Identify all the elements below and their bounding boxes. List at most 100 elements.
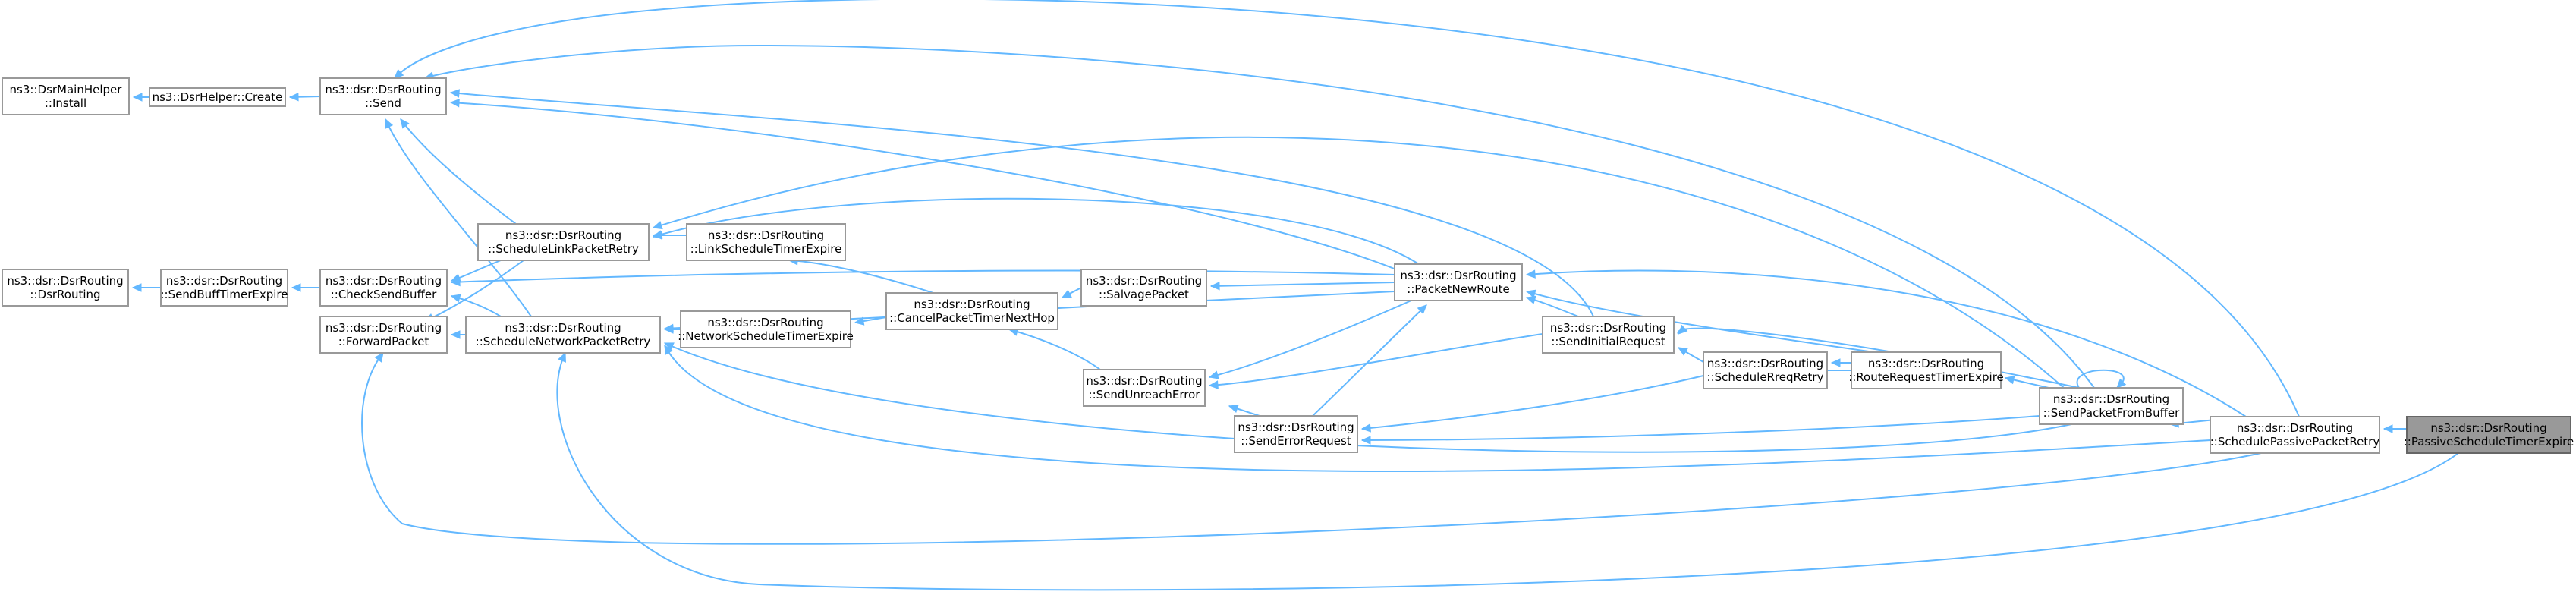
arrowhead-passiveTimer-to-schednet <box>558 351 566 363</box>
node-label-salvage-1: ::SalvagePacket <box>1099 288 1189 301</box>
node-box-forward[interactable] <box>319 316 448 354</box>
edge-initreq-to-send <box>450 92 1594 317</box>
arrowhead-fromBuffer-to-sendErr <box>1360 436 1371 445</box>
node-label-checksend-1: ::CheckSendBuffer <box>331 288 437 301</box>
arrowhead-initreq-to-pnr <box>1525 295 1536 304</box>
node-box-rreq[interactable] <box>1703 351 1828 389</box>
node-main_install[interactable]: ns3::DsrMainHelper::Install <box>2 77 130 115</box>
node-label-sendbuff-1: ::SendBuffTimerExpire <box>160 288 288 301</box>
edge-schedlink-to-send <box>400 118 517 225</box>
node-helper_create[interactable]: ns3::DsrHelper::Create <box>149 87 286 107</box>
edge-unreach-to-cancel <box>1008 329 1101 370</box>
node-box-passiveTimer[interactable] <box>2406 416 2571 454</box>
node-label-schednet-0: ns3::dsr::DsrRouting <box>505 321 621 335</box>
node-box-main_install[interactable] <box>2 77 130 115</box>
arrowhead-rreq-to-initreq <box>1677 347 1688 356</box>
node-box-routereq[interactable] <box>1851 351 2002 389</box>
edge-fromBuffer-to-schedlink <box>653 136 2065 389</box>
node-box-linksched[interactable] <box>686 223 846 261</box>
node-netsched[interactable]: ns3::dsr::DsrRouting::NetworkScheduleTim… <box>678 310 854 348</box>
node-box-fromBuffer[interactable] <box>2039 387 2184 425</box>
arrowhead-sendbuff-to-dsrrouting <box>131 283 142 292</box>
node-label-initreq-0: ns3::dsr::DsrRouting <box>1550 321 1666 335</box>
node-box-dsrrouting[interactable] <box>2 269 129 307</box>
edge-fromBuffer-to-fromBuffer <box>2076 369 2125 389</box>
node-label-cancel-1: ::CancelPacketTimerNextHop <box>889 311 1055 325</box>
node-box-schednet[interactable] <box>465 316 661 354</box>
arrowhead-helper_create-to-main_install <box>132 93 143 102</box>
node-box-cancel[interactable] <box>885 292 1058 330</box>
edge-passive-to-send <box>394 0 2300 417</box>
node-sendErr[interactable]: ns3::dsr::DsrRouting::SendErrorRequest <box>1234 415 1358 453</box>
node-label-linksched-0: ns3::dsr::DsrRouting <box>708 228 824 242</box>
arrowhead-initreq-to-send <box>449 89 460 98</box>
node-box-helper_create[interactable] <box>149 87 286 107</box>
node-unreach[interactable]: ns3::dsr::DsrRouting::SendUnreachError <box>1083 369 1206 407</box>
edge-rreq-to-sendErr <box>1361 375 1704 430</box>
node-label-forward-0: ns3::dsr::DsrRouting <box>326 321 442 335</box>
node-label-netsched-0: ns3::dsr::DsrRouting <box>707 316 823 329</box>
node-salvage[interactable]: ns3::dsr::DsrRouting::SalvagePacket <box>1080 269 1207 307</box>
node-checksend[interactable]: ns3::dsr::DsrRouting::CheckSendBuffer <box>319 269 448 307</box>
edge-routereq-to-pnr <box>1526 291 1875 353</box>
node-box-pnr[interactable] <box>1394 263 1523 301</box>
arrowhead-passive-to-schednet <box>664 344 673 355</box>
node-label-sendErr-0: ns3::dsr::DsrRouting <box>1238 420 1354 434</box>
edge-passive-to-forward <box>361 352 2262 545</box>
node-label-fromBuffer-0: ns3::dsr::DsrRouting <box>2053 392 2169 406</box>
node-box-checksend[interactable] <box>319 269 448 307</box>
node-send[interactable]: ns3::dsr::DsrRouting::Send <box>319 77 447 115</box>
node-box-schedlink[interactable] <box>477 223 650 261</box>
arrowhead-routereq-to-rreq <box>1830 358 1841 367</box>
node-dsrrouting[interactable]: ns3::dsr::DsrRouting::DsrRouting <box>2 269 129 307</box>
arrowhead-pnr-to-schednet <box>663 323 674 333</box>
node-label-netsched-1: ::NetworkScheduleTimerExpire <box>678 329 854 343</box>
node-linksched[interactable]: ns3::dsr::DsrRouting::LinkScheduleTimerE… <box>686 223 846 261</box>
node-fromBuffer[interactable]: ns3::dsr::DsrRouting::SendPacketFromBuff… <box>2039 387 2184 425</box>
node-passive[interactable]: ns3::dsr::DsrRouting::SchedulePassivePac… <box>2210 416 2380 454</box>
node-box-sendbuff[interactable] <box>160 269 288 307</box>
node-label-cancel-0: ns3::dsr::DsrRouting <box>914 298 1030 311</box>
node-box-send[interactable] <box>319 77 447 115</box>
node-box-netsched[interactable] <box>680 310 851 348</box>
node-label-schednet-1: ::ScheduleNetworkPacketRetry <box>476 335 651 348</box>
node-rreq[interactable]: ns3::dsr::DsrRouting::ScheduleRreqRetry <box>1703 351 1828 389</box>
node-box-sendErr[interactable] <box>1234 415 1358 453</box>
arrowhead-salvage-to-cancel <box>1061 289 1072 298</box>
node-box-unreach[interactable] <box>1083 369 1206 407</box>
node-routereq[interactable]: ns3::dsr::DsrRouting::RouteRequestTimerE… <box>1848 351 2004 389</box>
node-pnr[interactable]: ns3::dsr::DsrRouting::PacketNewRoute <box>1394 263 1523 301</box>
node-label-sendErr-1: ::SendErrorRequest <box>1241 434 1351 448</box>
node-cancel[interactable]: ns3::dsr::DsrRouting::CancelPacketTimerN… <box>885 292 1058 330</box>
node-label-linksched-1: ::LinkScheduleTimerExpire <box>690 242 842 256</box>
edge-cancel-to-linksched <box>788 260 934 294</box>
node-schednet[interactable]: ns3::dsr::DsrRouting::ScheduleNetworkPac… <box>465 316 661 354</box>
node-schedlink[interactable]: ns3::dsr::DsrRouting::ScheduleLinkPacket… <box>477 223 650 261</box>
edges-layer <box>131 0 2459 591</box>
arrowhead-initreq-to-unreach <box>1208 380 1219 389</box>
node-label-pnr-1: ::PacketNewRoute <box>1407 282 1509 296</box>
node-label-send-0: ns3::dsr::DsrRouting <box>325 83 441 96</box>
arrowhead-fromBuffer-to-fromBuffer <box>2116 378 2127 389</box>
node-sendbuff[interactable]: ns3::dsr::DsrRouting::SendBuffTimerExpir… <box>160 269 288 307</box>
node-label-forward-1: ::ForwardPacket <box>338 335 429 348</box>
arrowhead-fromBuffer-to-schednet <box>663 342 675 351</box>
node-label-schedlink-0: ns3::dsr::DsrRouting <box>505 228 621 242</box>
edge-pnr-to-salvage <box>1210 282 1395 287</box>
node-box-initreq[interactable] <box>1542 316 1675 354</box>
node-forward[interactable]: ns3::dsr::DsrRouting::ForwardPacket <box>319 316 448 354</box>
node-label-checksend-0: ns3::dsr::DsrRouting <box>326 274 442 288</box>
edge-fromBuffer-to-send <box>424 44 2095 389</box>
node-label-unreach-1: ::SendUnreachError <box>1089 388 1201 401</box>
node-box-passive[interactable] <box>2210 416 2380 454</box>
node-initreq[interactable]: ns3::dsr::DsrRouting::SendInitialRequest <box>1542 316 1675 354</box>
node-box-salvage[interactable] <box>1080 269 1207 307</box>
arrowhead-fromBuffer-to-schedlink <box>652 221 663 230</box>
arrowhead-pnr-to-salvage <box>1209 281 1220 291</box>
edge-pnr-to-schedlink <box>653 197 1420 265</box>
node-label-salvage-0: ns3::dsr::DsrRouting <box>1086 274 1202 288</box>
node-passiveTimer[interactable]: ns3::dsr::DsrRouting::PassiveScheduleTim… <box>2404 416 2574 454</box>
node-label-dsrrouting-1: ::DsrRouting <box>30 288 100 301</box>
edge-passiveTimer-to-schednet <box>556 352 2459 591</box>
